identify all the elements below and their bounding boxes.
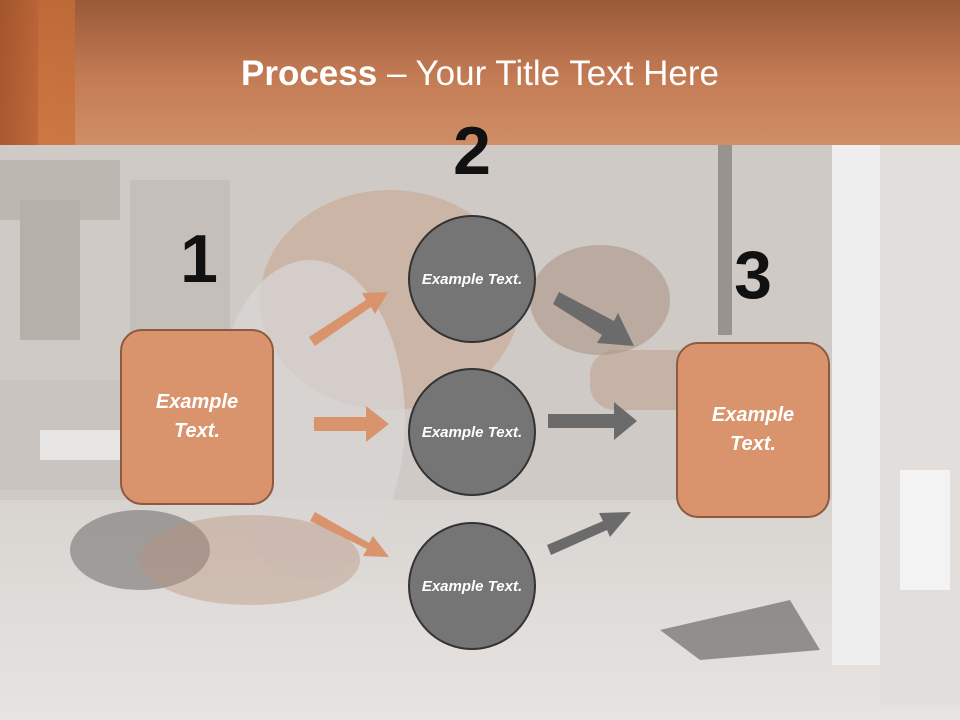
step-number-2: 2: [453, 113, 491, 189]
circle-3-label: Example Text.: [421, 577, 523, 595]
slide-title: Process – Your Title Text Here: [0, 52, 960, 96]
header-bar: [0, 0, 960, 145]
step-3-box: Example Text.: [676, 342, 830, 518]
title-bold: Process: [241, 54, 378, 93]
arrow-from-circle-2: [548, 402, 637, 440]
step-3-label: Example Text.: [711, 404, 795, 455]
step-number-1: 1: [180, 221, 218, 297]
step-2-circle-1: Example Text.: [408, 215, 536, 343]
arrow-to-circle-2: [314, 406, 389, 442]
arrow-from-circle-1: [553, 292, 634, 346]
arrow-from-circle-3: [547, 512, 631, 555]
arrows-left: [309, 292, 389, 557]
step-1-label: Example Text.: [155, 391, 239, 442]
step-number-3: 3: [734, 237, 772, 313]
step-2-circle-2: Example Text.: [408, 368, 536, 496]
step-2-circle-3: Example Text.: [408, 522, 536, 650]
arrow-to-circle-1: [309, 292, 388, 346]
title-rest: – Your Title Text Here: [377, 54, 719, 93]
step-1-box: Example Text.: [120, 329, 274, 505]
arrows-right: [547, 292, 637, 555]
header-accent-stripe-inner: [38, 0, 75, 145]
circle-1-label: Example Text.: [421, 270, 523, 288]
circle-2-label: Example Text.: [421, 423, 523, 441]
arrow-to-circle-3: [310, 512, 389, 557]
